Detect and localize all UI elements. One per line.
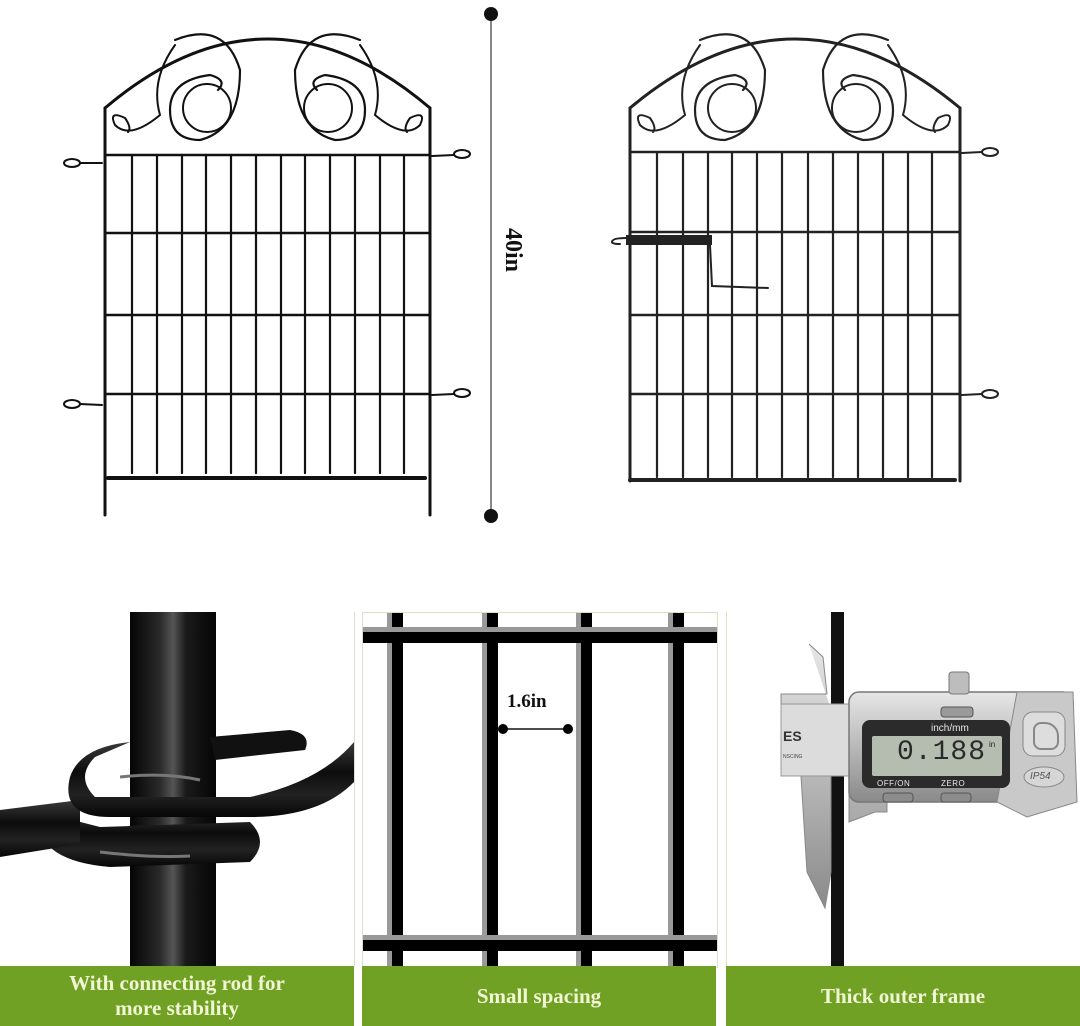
caption-small-spacing: Small spacing (362, 966, 716, 1026)
ip-rating-label: IP54 (1030, 771, 1051, 782)
caliper-illustration (780, 612, 1078, 966)
caliper-photo: ES NSCING inch/mm 0.188 in OFF/ON ZERO I… (726, 612, 1080, 966)
caption-thick-frame: Thick outer frame (726, 966, 1080, 1026)
caliper-brand: ES (783, 728, 802, 744)
gate-latch (610, 235, 769, 289)
caliper-reading-suffix: in (989, 740, 996, 749)
height-label: 40in (500, 228, 526, 273)
connecting-rod-photo (0, 612, 355, 966)
off-on-button-label: OFF/ON (877, 779, 911, 788)
thumb-icon (1033, 722, 1059, 750)
fence-dimension-diagram (63, 7, 999, 523)
caption-connecting-rod: With connecting rod for more stability (0, 966, 354, 1026)
zero-button-label: ZERO (941, 779, 966, 788)
caliper-reading: 0.188 (897, 737, 987, 768)
left-fence-panel (63, 33, 471, 517)
spacing-measure-line (498, 724, 573, 734)
right-gate-panel (610, 33, 999, 483)
caliper-unit-label: inch/mm (931, 723, 969, 734)
spacing-label: 1.6in (507, 691, 547, 712)
rod-joint-illustration (0, 612, 354, 966)
bar-spacing-photo: 1.6in (362, 612, 718, 968)
height-dimension-line (484, 7, 498, 523)
caliper-brand-sub: NSCING (783, 754, 803, 760)
bar-grid-illustration (363, 613, 717, 967)
